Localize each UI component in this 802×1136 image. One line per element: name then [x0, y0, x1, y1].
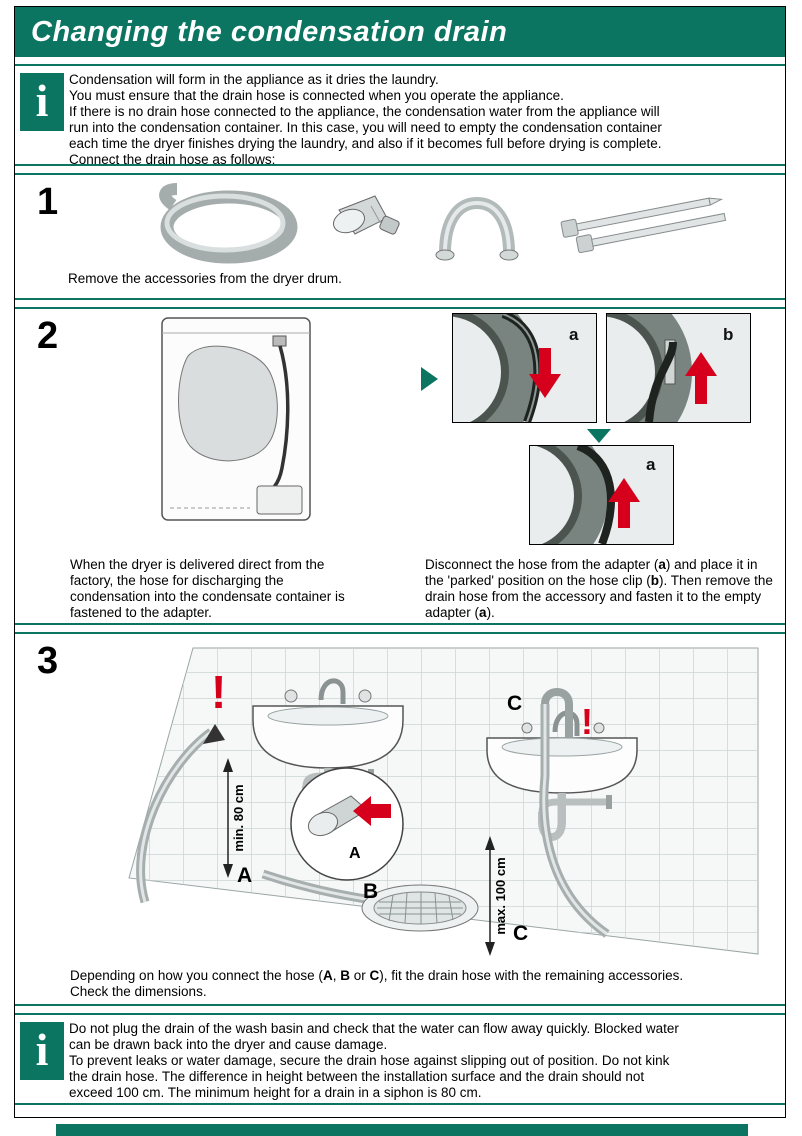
caption-segment: or: [349, 968, 370, 983]
info-top-text: Condensation will form in the appliance …: [69, 66, 785, 168]
photo-fasten-a: a: [529, 445, 674, 545]
exclamation-right: !: [581, 701, 593, 742]
info-line: Connect the drain hose as follows:: [69, 152, 276, 167]
caption-segment: Depending on how you connect the hose (: [70, 968, 323, 983]
caption-ref-a: a: [658, 557, 666, 572]
info-bottom-text: Do not plug the drain of the wash basin …: [69, 1015, 785, 1101]
caption-line: Check the dimensions.: [70, 984, 207, 999]
info-line: Do not plug the drain of the wash basin …: [69, 1021, 679, 1036]
info-line: each time the dryer finishes drying the …: [69, 136, 662, 151]
green-arrow-right-icon: [421, 367, 438, 391]
dim-label-min: min. 80 cm: [231, 784, 246, 851]
info-icon: i: [20, 1022, 64, 1080]
page-frame: Changing the condensation drain i Conden…: [14, 6, 786, 1118]
step-1-caption: Remove the accessories from the dryer dr…: [68, 271, 342, 286]
caption-line: factory, the hose for discharging the: [70, 573, 284, 588]
caption-line: When the dryer is delivered direct from …: [70, 557, 325, 572]
adapter-inset: A: [290, 767, 404, 881]
info-icon-glyph: i: [35, 1024, 49, 1075]
red-arrow-left-icon: [353, 796, 391, 826]
step-1-section: 1: [15, 173, 785, 300]
step-2-section: 2: [15, 307, 785, 625]
photo-park-b: b: [606, 313, 751, 423]
photo-label-a: a: [569, 325, 579, 344]
caption-segment: Disconnect the hose from the adapter (: [425, 557, 659, 572]
step-3-section: 3 !: [15, 632, 785, 1006]
label-a: A: [237, 864, 252, 887]
caption-segment: ).: [486, 605, 495, 620]
info-line: run into the condensation container. In …: [69, 120, 662, 135]
page-title: Changing the condensation drain: [31, 15, 508, 48]
accessories-row: [153, 183, 729, 269]
caption-line: condensation into the condensate contain…: [70, 589, 345, 604]
info-icon: i: [20, 73, 64, 131]
info-icon-glyph: i: [35, 75, 49, 126]
caption-ref-a2: a: [479, 605, 487, 620]
photo-label-a2: a: [646, 455, 656, 474]
label-c-bottom: C: [513, 922, 528, 945]
label-b: B: [363, 880, 378, 903]
red-arrow-up-icon: [685, 352, 717, 404]
caption-ref-B: B: [340, 968, 350, 983]
red-arrow-down-icon: [529, 348, 561, 398]
step-3-caption: Depending on how you connect the hose (A…: [70, 968, 775, 1000]
page-title-banner: Changing the condensation drain: [15, 7, 785, 57]
step-2-caption-left: When the dryer is delivered direct from …: [70, 557, 400, 621]
step-3-number: 3: [37, 640, 59, 682]
caption-line: fastened to the adapter.: [70, 605, 212, 620]
label-a-inset: A: [349, 845, 361, 862]
footer-bar: [56, 1124, 748, 1136]
info-line: the drain hose. The difference in height…: [69, 1069, 645, 1084]
hose-a: [136, 724, 225, 904]
hose-clip-illustration: [435, 196, 519, 261]
hose-c: [539, 688, 610, 938]
caption-segment: ,: [332, 968, 341, 983]
dimension-min-80: min. 80 cm: [223, 758, 246, 878]
exclamation-left: !: [211, 666, 226, 718]
caption-segment: ). Then remove the drain hose from the a…: [425, 573, 773, 620]
caption-ref-C: C: [369, 968, 380, 983]
info-line: Condensation will form in the appliance …: [69, 72, 439, 87]
floor-drain: [361, 884, 479, 932]
dryer-rear-illustration: [160, 316, 312, 527]
info-section-bottom: i Do not plug the drain of the wash basi…: [15, 1013, 785, 1105]
photo-label-b: b: [723, 325, 733, 344]
dim-label-max: max. 100 cm: [493, 857, 508, 934]
caption-line: Depending on how you connect the hose (A…: [70, 968, 775, 984]
caption-ref-b: b: [650, 573, 660, 588]
info-section-top: i Condensation will form in the applianc…: [15, 64, 785, 168]
step-2-caption-right: Disconnect the hose from the adapter (a)…: [425, 557, 775, 621]
adapter-illustration: [333, 195, 400, 235]
info-line: If there is no drain hose connected to t…: [69, 104, 660, 119]
caption-segment: ), fit the drain hose with the remaining…: [379, 968, 684, 983]
red-arrow-up-icon: [608, 478, 640, 528]
installation-illustration: ! min. 80 cm A: [115, 646, 760, 963]
caption-segment: ) and place it in the 'parked' position …: [425, 557, 758, 588]
info-line: You must ensure that the drain hose is c…: [69, 88, 564, 103]
caption-ref-A: A: [322, 968, 333, 983]
step-1-number: 1: [37, 181, 59, 223]
green-arrow-down-icon: [587, 429, 611, 443]
step-2-number: 2: [37, 315, 59, 357]
dimension-max-100: max. 100 cm: [485, 836, 508, 956]
label-c-top: C: [507, 692, 522, 715]
info-line: exceed 100 cm. The minimum height for a …: [69, 1085, 482, 1100]
drain-hose-illustration: [159, 183, 298, 264]
cable-ties-illustration: [560, 197, 727, 254]
info-line: To prevent leaks or water damage, secure…: [69, 1053, 670, 1068]
photo-disconnect-a: a: [452, 313, 597, 423]
info-line: can be drawn back into the dryer and cau…: [69, 1037, 388, 1052]
